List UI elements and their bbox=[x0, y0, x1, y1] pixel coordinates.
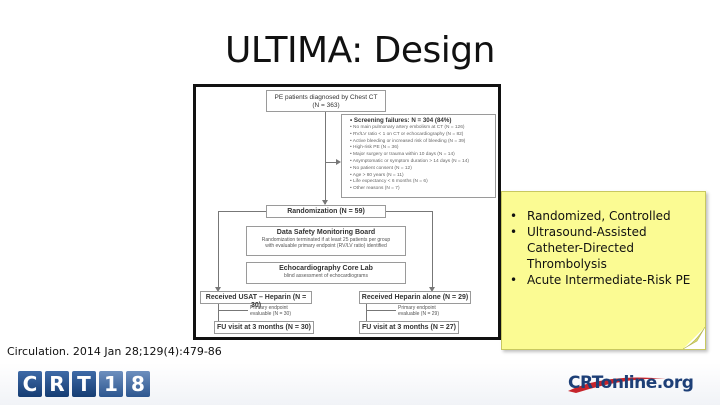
heparin-fu: FU visit at 3 months (N = 27) bbox=[362, 324, 456, 331]
crtonline-prefix: CRT bbox=[568, 373, 601, 393]
study-flow-diagram: PE patients diagnosed by Chest CT (N = 3… bbox=[193, 84, 501, 340]
citation: Circulation. 2014 Jan 28;129(4):479-86 bbox=[7, 345, 222, 358]
note-bullet: Acute Intermediate-Risk PE bbox=[508, 272, 703, 288]
usat-group-box: Received USAT – Heparin (N = 30) bbox=[200, 291, 312, 309]
screening-item: High-risk PE (N = 36) bbox=[350, 145, 495, 152]
dsmb-line1: Randomization terminated if at least 25 … bbox=[261, 237, 391, 243]
crt-logo-letter: 1 bbox=[99, 371, 123, 397]
heparin-group-box: Received Heparin alone (N = 29) bbox=[359, 291, 471, 304]
screening-item: No patient consent (N = 12) bbox=[350, 166, 495, 173]
note-bullet-list: Randomized, Controlled Ultrasound-Assist… bbox=[508, 208, 703, 288]
heparin-endpoint-line2: evaluable (N = 29) bbox=[398, 311, 439, 317]
crtonline-suffix: online.org bbox=[600, 373, 694, 393]
heparin-title: Received Heparin alone (N = 29) bbox=[361, 294, 469, 301]
crt-logo-letter: 8 bbox=[126, 371, 150, 397]
note-bullet: Randomized, Controlled bbox=[508, 208, 703, 224]
sticky-note: Randomized, Controlled Ultrasound-Assist… bbox=[501, 191, 706, 350]
screening-item: Age > 80 years (N = 11) bbox=[350, 173, 495, 180]
dsmb-box: Data Safety Monitoring Board Randomizati… bbox=[246, 226, 406, 256]
heparin-fu-box: FU visit at 3 months (N = 27) bbox=[359, 321, 459, 334]
screening-item: No main pulmonary artery embolism at CT … bbox=[350, 125, 495, 132]
usat-fu-box: FU visit at 3 months (N = 30) bbox=[214, 321, 314, 334]
slide-title: ULTIMA: Design bbox=[225, 30, 495, 71]
usat-endpoint-line1: Primary endpoint bbox=[250, 305, 288, 311]
dsmb-title: Data Safety Monitoring Board bbox=[276, 229, 376, 236]
echo-sub: blind assessment of echocardiograms bbox=[284, 273, 368, 279]
echo-core-lab-box: Echocardiography Core Lab blind assessme… bbox=[246, 262, 406, 284]
screening-item: Life expectancy < 6 months (N = 6) bbox=[350, 179, 495, 186]
screening-item: Other reasons (N = 7) bbox=[350, 186, 495, 193]
dsmb-line2: with evaluable primary endpoint (RV/LV r… bbox=[265, 243, 387, 249]
footer-bar: C R T 1 8 CRTonline.org bbox=[0, 363, 720, 405]
usat-endpoint: Primary endpoint evaluable (N = 30) bbox=[250, 305, 291, 317]
heparin-endpoint: Primary endpoint evaluable (N = 29) bbox=[398, 305, 439, 317]
diagnosed-line1: PE patients diagnosed by Chest CT bbox=[274, 94, 378, 101]
heparin-endpoint-line1: Primary endpoint bbox=[398, 305, 436, 311]
randomization-box: Randomization (N = 59) bbox=[266, 205, 386, 218]
randomization-label: Randomization (N = 59) bbox=[287, 208, 365, 215]
crt18-logo: C R T 1 8 bbox=[18, 371, 150, 397]
screening-title: Screening failures: N = 304 (84%) bbox=[350, 117, 495, 125]
page-curl-icon bbox=[683, 327, 705, 349]
crt-logo-letter: R bbox=[45, 371, 69, 397]
usat-title: Received USAT – Heparin (N = 30) bbox=[205, 294, 307, 309]
crtonline-text: CRTonline.org bbox=[568, 373, 694, 393]
echo-title: Echocardiography Core Lab bbox=[279, 265, 373, 272]
diagnosed-box: PE patients diagnosed by Chest CT (N = 3… bbox=[266, 90, 386, 112]
screening-item: RV/LV ratio < 1 on CT or echocardiograph… bbox=[350, 132, 495, 139]
note-bullet: Ultrasound-Assisted Catheter-Directed Th… bbox=[508, 224, 703, 272]
screening-item: Asymptomatic or symptom duration > 14 da… bbox=[350, 159, 495, 166]
usat-fu: FU visit at 3 months (N = 30) bbox=[217, 324, 311, 331]
crt-logo-letter: C bbox=[18, 371, 42, 397]
crt-logo-letter: T bbox=[72, 371, 96, 397]
screening-item: Major surgery or trauma within 10 days (… bbox=[350, 152, 495, 159]
diagnosed-line2: (N = 363) bbox=[312, 102, 340, 109]
screening-item: Active bleeding or increased risk of ble… bbox=[350, 139, 495, 146]
swoosh-icon bbox=[568, 377, 666, 393]
screening-failures-box: Screening failures: N = 304 (84%) No mai… bbox=[341, 114, 496, 198]
usat-endpoint-line2: evaluable (N = 30) bbox=[250, 311, 291, 317]
